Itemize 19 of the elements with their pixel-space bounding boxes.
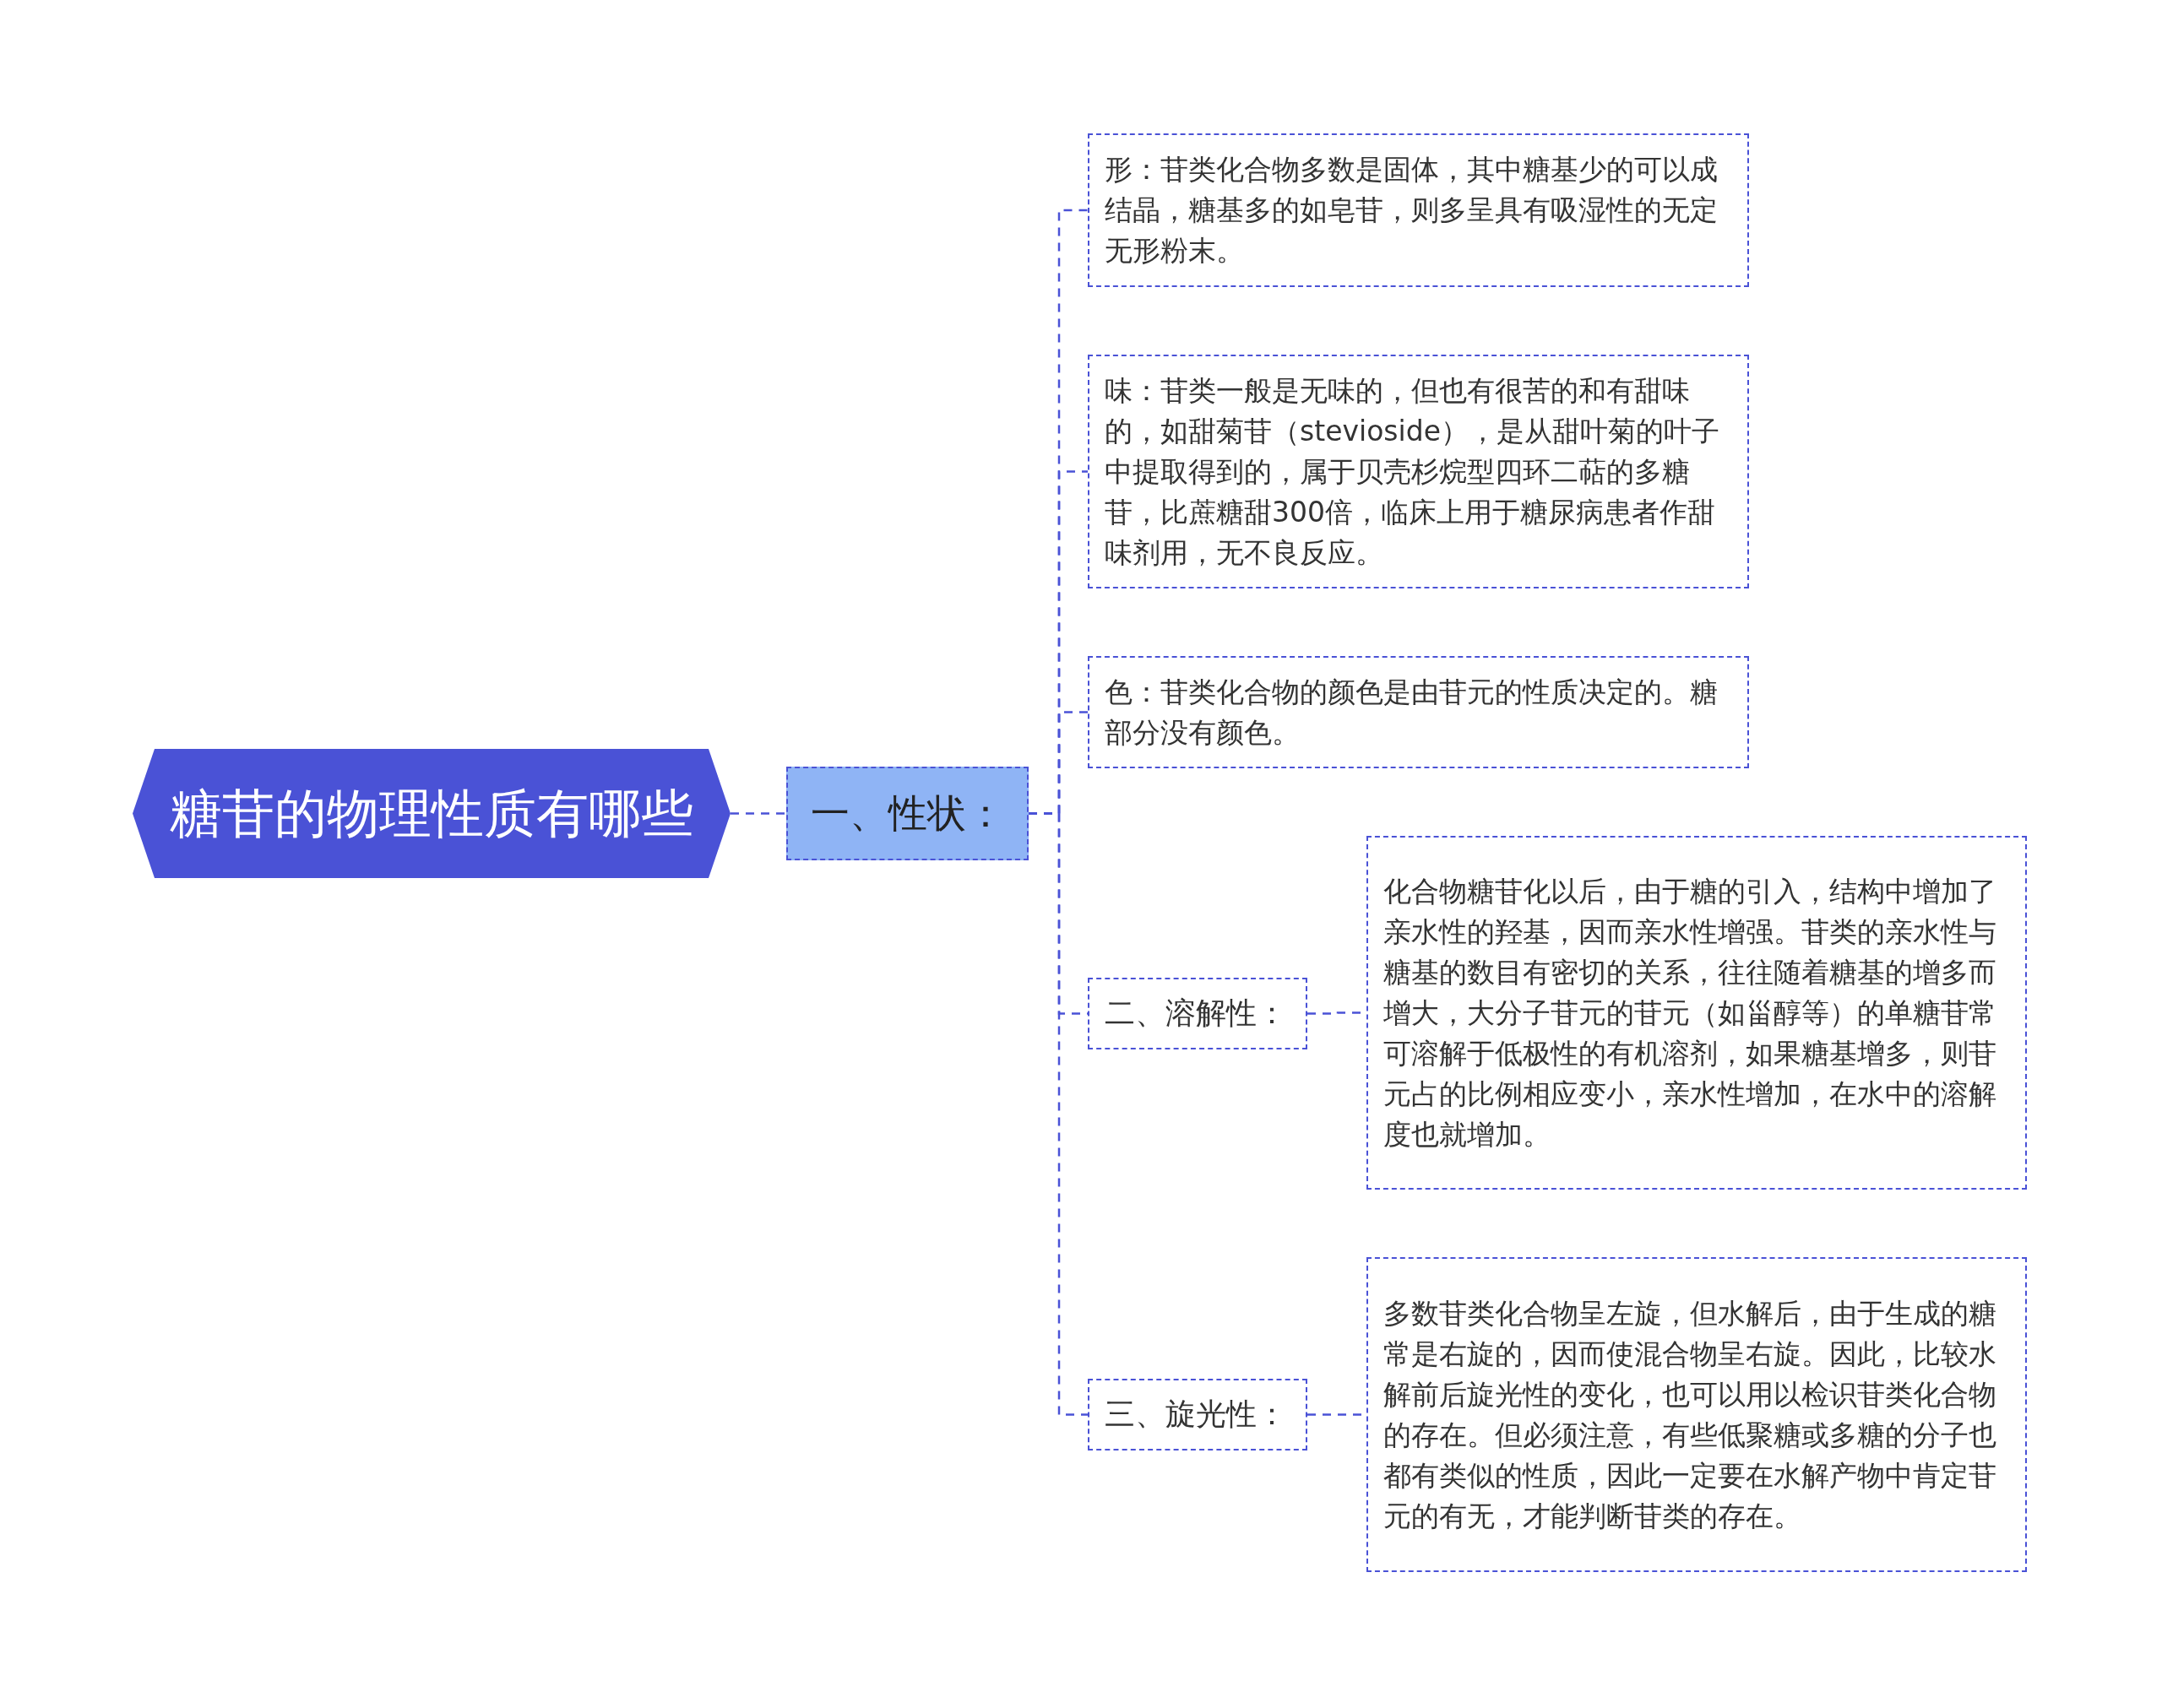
subtopic-box [1088,1379,1307,1450]
description-text: 化合物糖苷化以后，由于糖的引入，结构中增加了亲水性的羟基，因而亲水性增强。苷类的亲水性与糖基的数目有密切的关系，往往随着糖基的增多而增大，大分子苷元的苷元（如甾醇等）的单糖苷常可溶解于低极性的有机溶剂，如果糖基增多，则苷元占的比例相应变小，亲水性增加，在水中的溶解度也就增加。 [1383,873,1997,1152]
topic-label: 二、溶解性： [1105,995,1287,1032]
description-text: 形：苷类化合物多数是固体，其中糖基少的可以成结晶，糖基多的如皂苷，则多呈具有吸湿性的无定无形粉末。 [1105,152,1719,268]
connector-line [731,812,786,815]
text-box [1088,133,1749,287]
topic-box [786,767,1029,860]
title-hexagon [133,749,731,878]
text-box [1088,355,1749,588]
description-text: 多数苷类化合物呈左旋，但水解后，由于生成的糖常是右旋的，因而使混合物呈右旋。因此，比较水解前后旋光性的变化，也可以用以检识苷类化合物的存在。但必须注意，有些低聚糖或多糖的分子也都有类似的性质，因此一定要在水解产物中肯定苷元的有无，才能判断苷类的存在。 [1383,1295,1997,1534]
text-box [1088,656,1749,768]
description-text: 味：苷类一般是无味的，但也有很苦的和有甜味的，如甜菊苷（stevioside），是从甜叶菊的叶子中提取得到的，属于贝壳杉烷型四环二萜的多糖苷，比蔗糖甜300倍，临床上用于糖尿病患者作甜味剂用，无不良反应。 [1105,372,1720,571]
topic-label: 一、性状： [810,789,1005,838]
subtopic-box [1088,978,1307,1049]
description-text: 色：苷类化合物的颜色是由苷元的性质决定的。糖部分没有颜色。 [1105,674,1719,751]
text-box [1366,836,2027,1190]
text-box [1366,1257,2027,1572]
title-text: 糖苷的物理性质有哪些 [170,781,693,846]
topic-label: 三、旋光性： [1105,1396,1287,1433]
